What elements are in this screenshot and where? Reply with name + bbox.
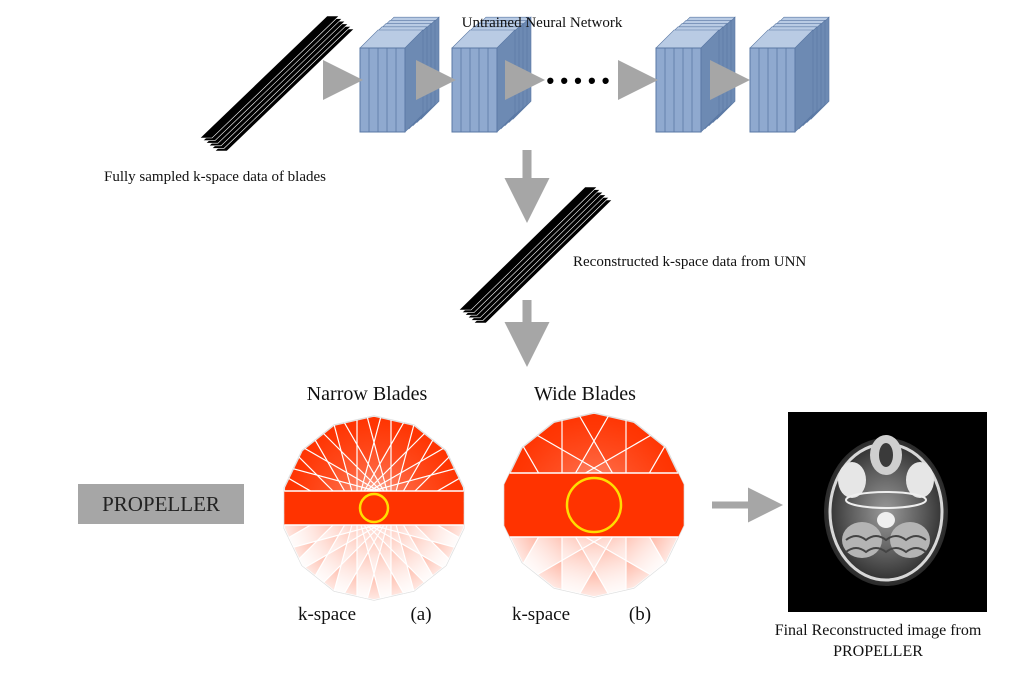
wide-blades-kspace-diagram [503,412,685,598]
kspace-central-blade [284,490,464,526]
panel-label-a: (a) [410,604,431,625]
reconstructed-caption: Reconstructed k-space data from UNN [573,254,806,270]
brain-mri-image [788,412,987,612]
final-caption-line1: Final Reconstructed image from [774,622,982,639]
network-layer-1 [359,16,440,133]
network-title: Untrained Neural Network [462,15,623,31]
reconstructed-kspace-sheet [458,186,598,311]
network-layer-3 [655,16,736,133]
input-kspace-sheet [199,15,340,139]
kspace-central-blade [504,472,684,538]
layer-ellipsis: • • • • • [547,68,610,93]
network-layer-2 [451,16,532,133]
kspace-label-b: k-space [512,604,570,625]
network-layer-4 [749,16,830,133]
narrow-blades-title: Narrow Blades [307,383,428,405]
panel-label-b: (b) [629,604,651,625]
input-caption: Fully sampled k-space data of blades [104,169,326,185]
input-kspace-stack-icon [199,15,355,152]
network-layers [359,16,830,133]
kspace-label-a: k-space [298,604,356,625]
propeller-label: PROPELLER [102,491,220,516]
narrow-blades-kspace-diagram [283,415,465,601]
reconstructed-kspace-stack-icon [458,186,613,324]
kspace-center-circle [565,476,623,534]
final-image-caption: Final Reconstructed image from PROPELLER [738,620,1018,662]
final-caption-line2: PROPELLER [833,643,923,660]
wide-blades-title: Wide Blades [534,383,636,405]
propeller-box: PROPELLER [78,484,244,524]
kspace-center-circle [358,492,390,524]
